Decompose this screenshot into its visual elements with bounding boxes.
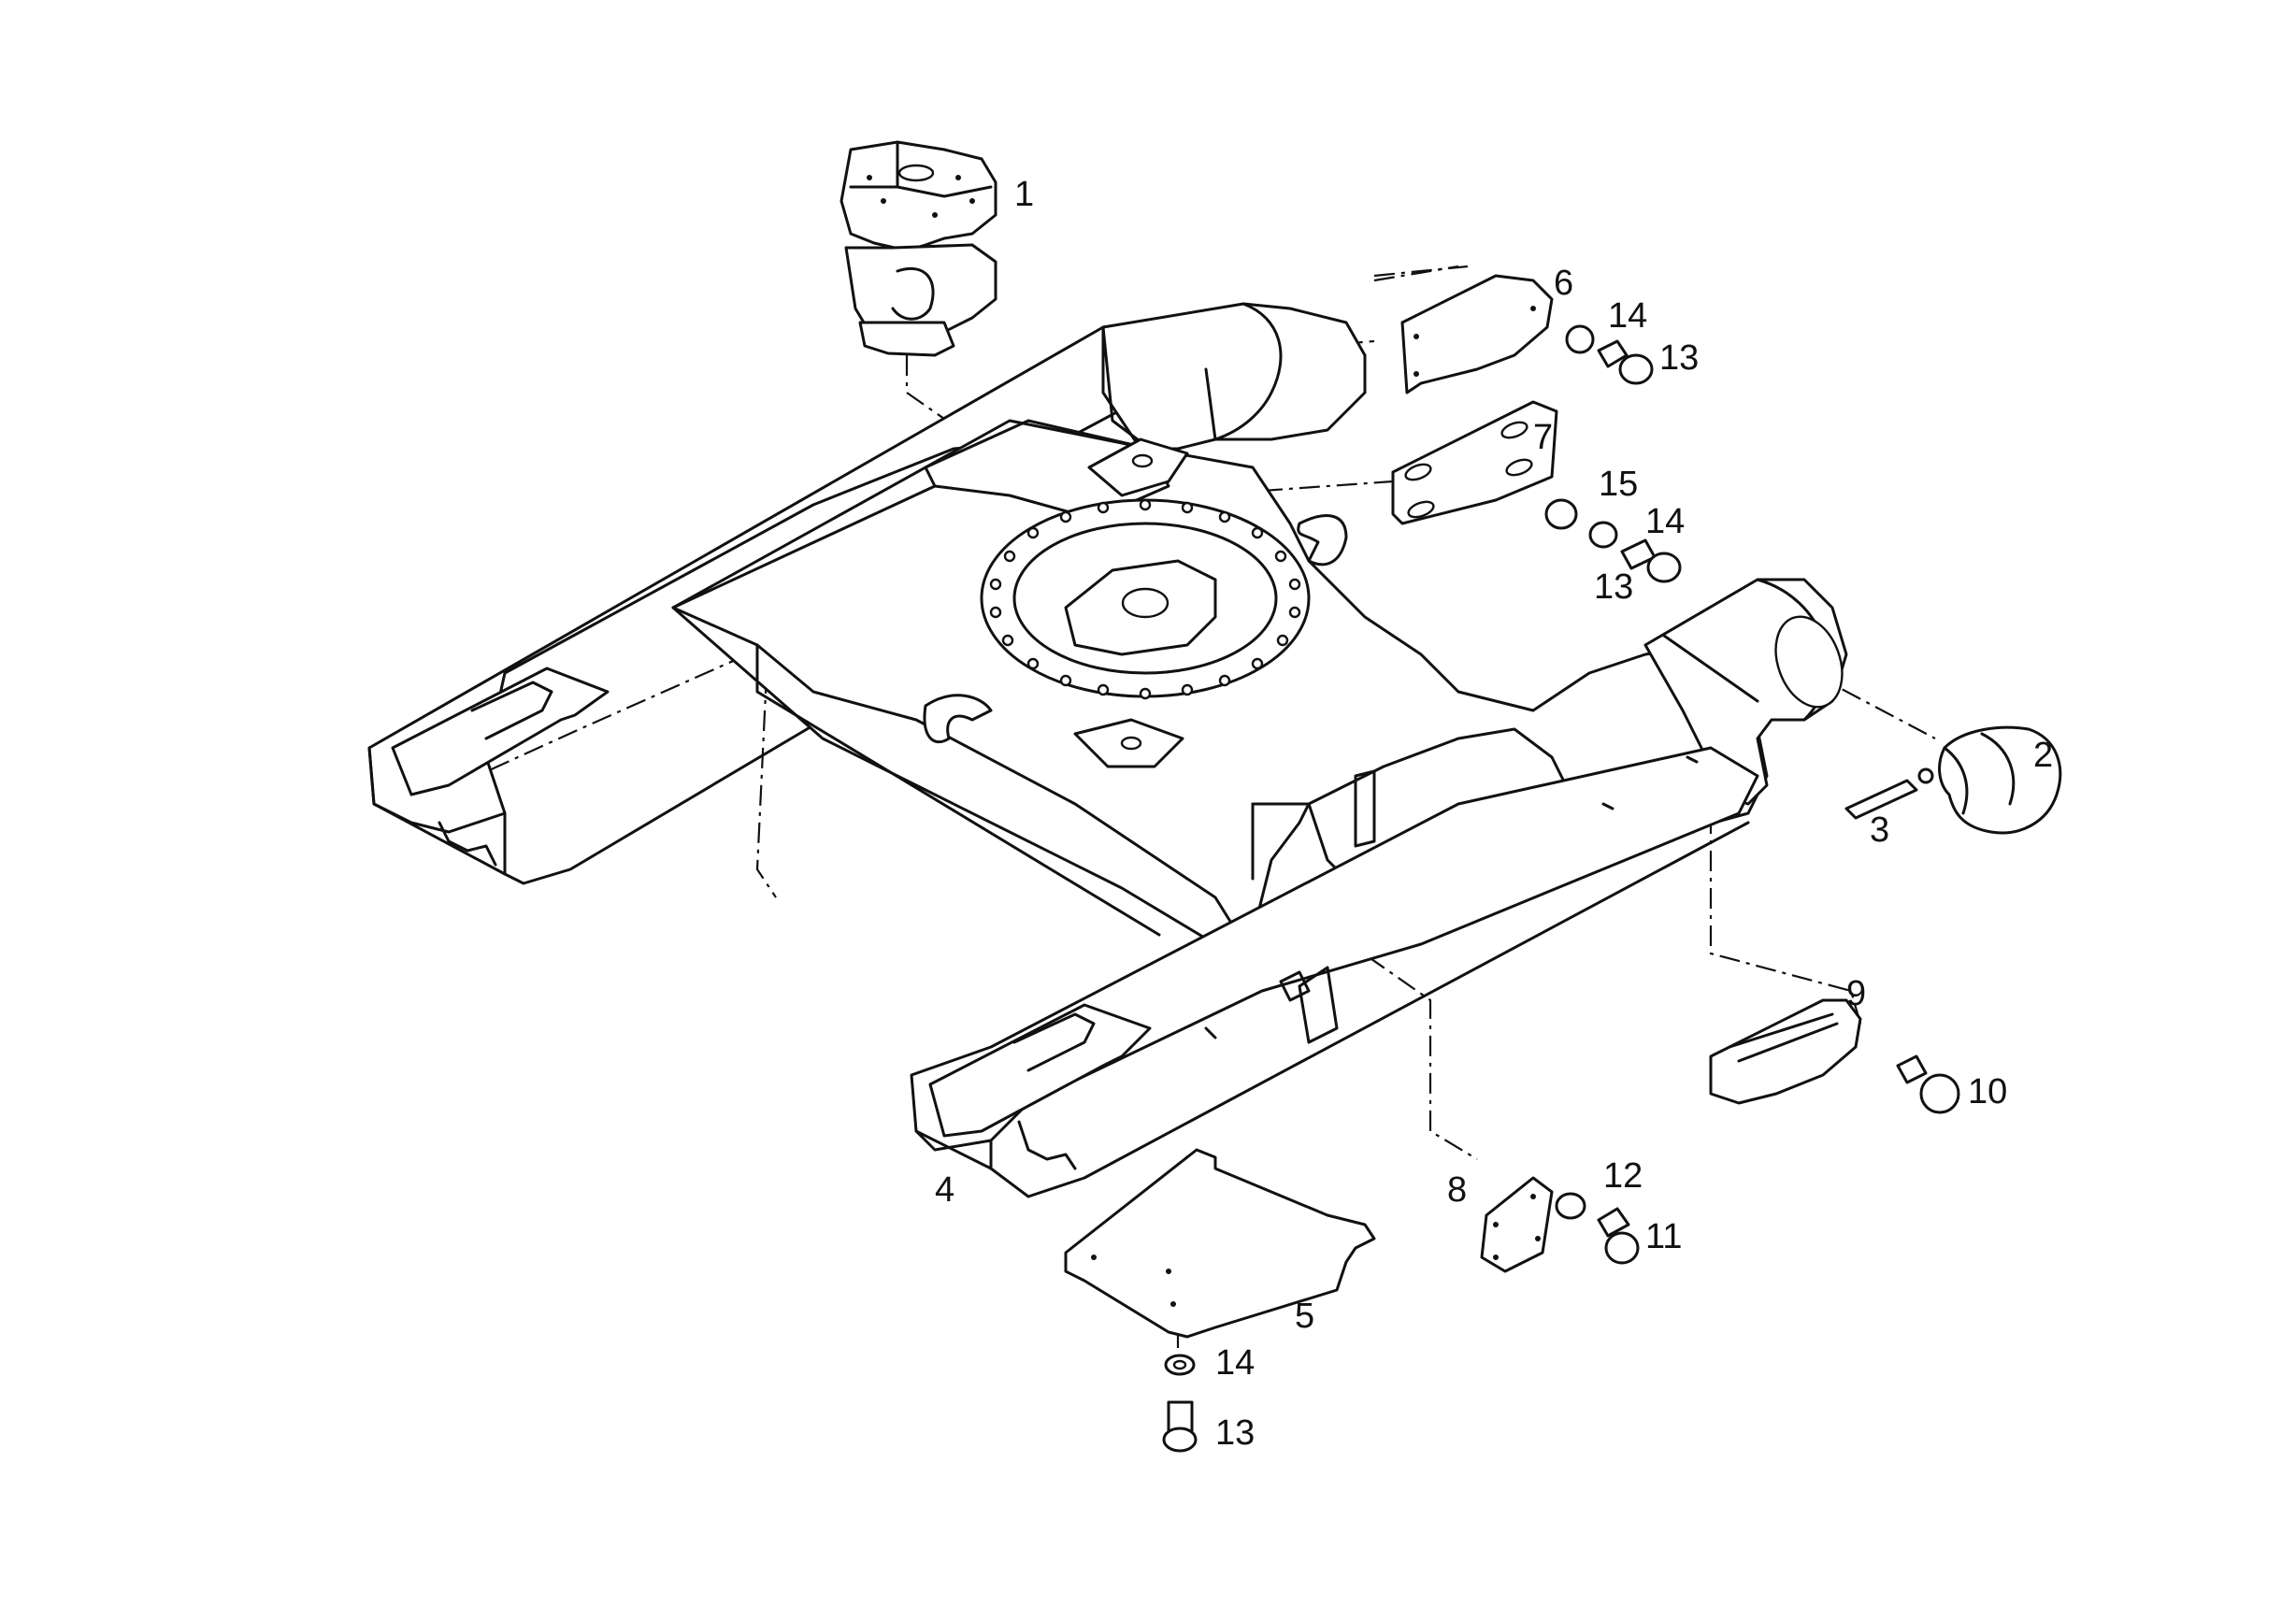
callout-12: 12 bbox=[1603, 1156, 1643, 1196]
callout-14-bottom: 14 bbox=[1215, 1343, 1255, 1383]
callout-13-bottom: 13 bbox=[1215, 1413, 1255, 1453]
callout-5: 5 bbox=[1295, 1297, 1314, 1336]
cover-part-8 bbox=[1480, 1176, 1554, 1273]
callout-11: 11 bbox=[1645, 1217, 1682, 1256]
bottom-fasteners bbox=[1162, 1354, 1198, 1453]
cover-plate-6 bbox=[1400, 274, 1554, 394]
callout-labels: 1 2 3 4 5 6 7 8 9 10 11 12 13 14 15 14 1… bbox=[935, 175, 2053, 1453]
callout-15: 15 bbox=[1599, 465, 1638, 504]
callout-14-mid: 14 bbox=[1645, 502, 1685, 541]
bolt-part-10 bbox=[1896, 1054, 1960, 1114]
track-frame bbox=[367, 302, 1848, 1198]
callout-8: 8 bbox=[1447, 1170, 1467, 1210]
guard-part-9 bbox=[1709, 998, 1862, 1105]
callout-13-top: 13 bbox=[1659, 338, 1699, 378]
callout-10: 10 bbox=[1968, 1072, 2007, 1111]
callout-1: 1 bbox=[1014, 175, 1034, 214]
callout-14-top: 14 bbox=[1608, 296, 1647, 336]
callout-4: 4 bbox=[935, 1170, 954, 1210]
callout-9: 9 bbox=[1846, 974, 1866, 1013]
grease-rod-part-3 bbox=[1844, 767, 1934, 820]
callout-7: 7 bbox=[1533, 418, 1553, 457]
top-fasteners bbox=[1544, 324, 1682, 583]
callout-3: 3 bbox=[1870, 810, 1889, 850]
under-plate-part-5 bbox=[1064, 1148, 1376, 1339]
swing-bearing-ring bbox=[923, 437, 1348, 768]
fasteners-11-12 bbox=[1555, 1192, 1640, 1265]
swing-motor-part bbox=[839, 140, 997, 357]
callout-2: 2 bbox=[2033, 736, 2053, 775]
callout-6: 6 bbox=[1554, 264, 1573, 303]
callout-13-mid: 13 bbox=[1594, 567, 1633, 607]
cap-part-2 bbox=[1938, 725, 2062, 835]
ring-bolt-holes bbox=[989, 498, 1301, 700]
slotted-plate-7 bbox=[1391, 400, 1558, 525]
